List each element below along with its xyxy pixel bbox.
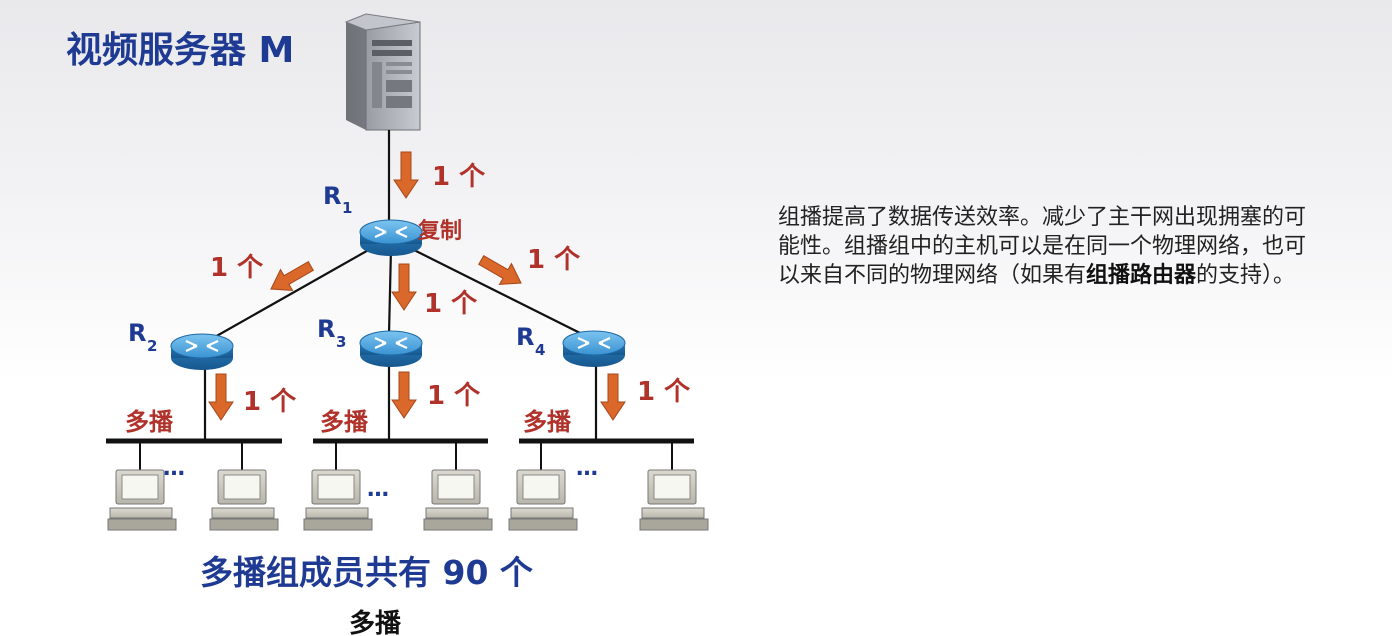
- host-pc-icon: [639, 469, 709, 531]
- router-r1-label: R 1: [323, 182, 352, 217]
- arrow-r2-lan-icon: [208, 373, 234, 421]
- router-r4-label: R 4: [516, 323, 545, 359]
- multicast-label-lan3: 多播: [523, 408, 572, 436]
- router-r3-label: R 3: [317, 315, 346, 351]
- hosts-ellipsis-lan2: …: [367, 477, 389, 502]
- svg-text:2: 2: [147, 337, 157, 355]
- router-r2-label: R 2: [128, 319, 157, 355]
- router-r3-icon: [358, 329, 424, 369]
- arrow-r1-r4-icon: [474, 249, 528, 294]
- host-pc-icon: [423, 469, 493, 531]
- lan-buses: [106, 438, 694, 470]
- count-label-lan1: 1 个: [243, 387, 297, 417]
- count-label-r2: 1 个: [210, 253, 264, 283]
- count-label-r4: 1 个: [527, 245, 581, 275]
- description-text-2: 的支持）。: [1196, 263, 1296, 288]
- arrow-server-r1-icon: [393, 151, 419, 199]
- diagram-title: 视频服务器 M: [66, 30, 294, 71]
- count-label-lan2: 1 个: [427, 381, 481, 411]
- count-label-server: 1 个: [432, 162, 486, 192]
- figure-caption: 多播: [349, 609, 402, 636]
- description-paragraph: 组播提高了数据传送效率。减少了主干网出现拥塞的可能性。组播组中的主机可以是在同一…: [778, 203, 1318, 290]
- arrow-r4-lan-icon: [600, 373, 626, 421]
- svg-text:R: R: [317, 315, 335, 343]
- router-r4-icon: [561, 329, 627, 369]
- count-label-lan3: 1 个: [637, 377, 691, 407]
- description-bold-term: 组播路由器: [1086, 263, 1197, 288]
- svg-text:R: R: [128, 319, 146, 347]
- network-links: [203, 130, 598, 440]
- multicast-label-lan1: 多播: [125, 408, 174, 436]
- svg-text:R: R: [323, 182, 341, 210]
- description-text-1: 组播提高了数据传送效率。减少了主干网出现拥塞的可能性。组播组中的主机可以是在同一…: [778, 205, 1307, 288]
- members-count-text: 多播组成员共有 90 个: [200, 553, 533, 592]
- router-r2-icon: [169, 332, 235, 372]
- arrow-r3-lan-icon: [391, 371, 417, 419]
- router-r1-icon: [358, 218, 424, 258]
- svg-text:4: 4: [535, 341, 545, 359]
- copy-label: 复制: [417, 218, 462, 244]
- host-pc-icon: [303, 469, 373, 531]
- multicast-label-lan2: 多播: [320, 408, 369, 436]
- arrow-r1-r3-icon: [391, 263, 417, 311]
- svg-text:3: 3: [336, 333, 346, 351]
- host-pc-icon: [209, 469, 279, 531]
- hosts-ellipsis-lan3: …: [576, 456, 598, 481]
- host-pc-icon: [508, 469, 578, 531]
- hosts-ellipsis-lan1: …: [163, 456, 185, 481]
- count-label-r3: 1 个: [424, 289, 478, 319]
- svg-text:R: R: [516, 323, 534, 351]
- svg-text:1: 1: [342, 199, 352, 217]
- server-icon: [344, 13, 421, 131]
